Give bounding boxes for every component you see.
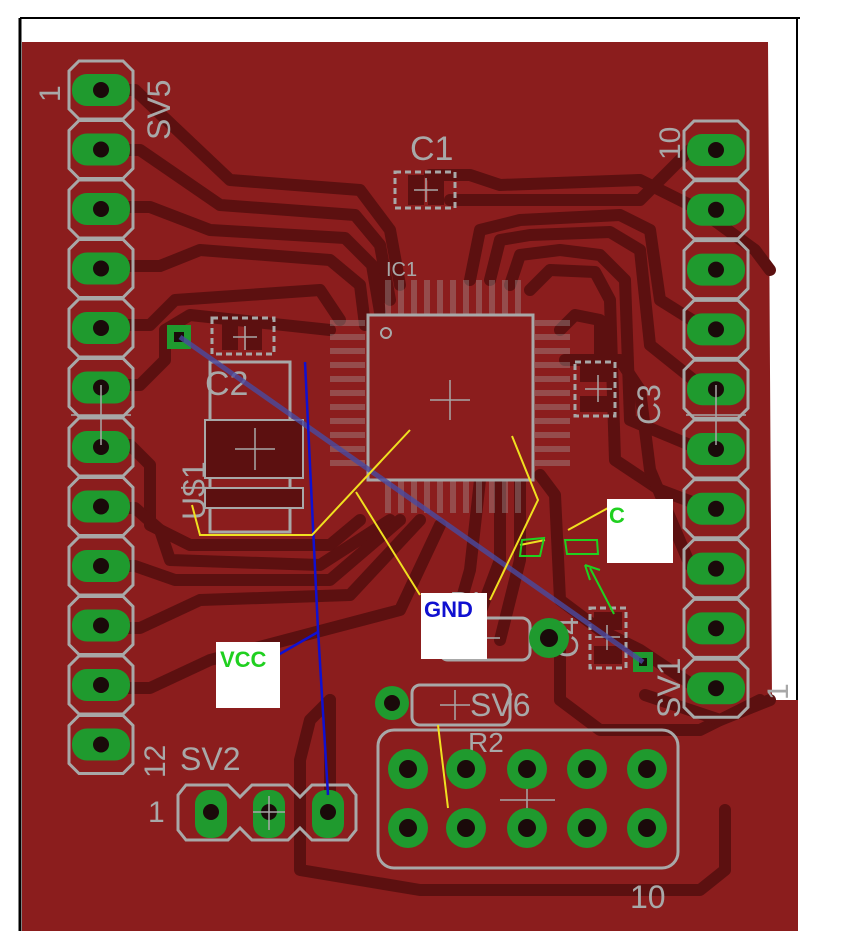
sv1-pin [682, 418, 750, 480]
vcc-annotation-wires [277, 361, 330, 796]
sv6-pin [388, 749, 428, 789]
sv2-header[interactable] [176, 783, 358, 842]
r2-pad-left [375, 686, 409, 720]
c-annotation-marks [518, 536, 615, 615]
sv1-header[interactable] [682, 119, 750, 719]
c1-component[interactable] [393, 170, 457, 210]
gnd-callout-text: GND [424, 597, 473, 622]
sv6-pin [627, 749, 667, 789]
sv2-pin1-label: 1 [148, 796, 165, 829]
ratsnest-airwire [178, 334, 645, 665]
ic1-pads-top [385, 280, 521, 315]
ic1-label: IC1 [386, 259, 417, 281]
ic1-pads-left [330, 320, 365, 466]
sv1-pin [682, 597, 750, 659]
sv5-pin [67, 714, 135, 775]
sv5-label: SV5 [141, 80, 177, 140]
sv1-label: SV1 [651, 658, 687, 718]
sv5-pin1-label: 1 [34, 85, 67, 102]
sv6-pin [507, 808, 547, 848]
sv1-pin [682, 179, 750, 241]
c3-label: C3 [631, 384, 667, 425]
sv1-pin [682, 478, 750, 540]
c-callout-text: C [609, 503, 625, 528]
sv6-pin [627, 808, 667, 848]
board-edge-left-strip [22, 42, 48, 931]
sv6-pin [567, 749, 607, 789]
ic1-component[interactable] [366, 313, 535, 482]
sv5-pin [67, 535, 135, 597]
vcc-callout-text: VCC [220, 647, 267, 672]
c2-component[interactable] [210, 316, 276, 356]
sv6-pins [388, 749, 667, 848]
ic1-pads-bottom [385, 478, 521, 513]
via-pad-square-left [167, 325, 191, 349]
sv5-pin12-label: 12 [139, 745, 172, 778]
sv6-pin [567, 808, 607, 848]
sv1-pin [682, 657, 750, 719]
sv6-pin [446, 749, 486, 789]
sv5-pin [67, 476, 135, 537]
c-callout: C [607, 499, 673, 563]
sv6-pin [388, 808, 428, 848]
r2-component[interactable] [410, 683, 512, 727]
sv1-pin10-label: 10 [654, 127, 687, 160]
sv6-pin10-label: 10 [630, 879, 666, 915]
sv2-label: SV2 [180, 741, 240, 777]
r1-pad [529, 618, 569, 658]
sv5-pin [67, 178, 135, 240]
sv5-header[interactable] [67, 59, 135, 775]
sv1-pin1-label: 1 [762, 683, 795, 700]
vcc-callout: VCC [216, 642, 280, 708]
sv6-label: SV6 [470, 687, 530, 723]
c4-component[interactable] [588, 606, 628, 670]
gnd-callout: GND [421, 593, 487, 659]
ic1-pads-right [535, 320, 570, 466]
sv6-pin [446, 808, 486, 848]
us1-component[interactable] [204, 360, 304, 534]
sv1-pin [682, 239, 750, 301]
sv6-pin [507, 749, 547, 789]
sv1-pin [682, 538, 750, 600]
sv1-pin [682, 119, 750, 181]
c1-label: C1 [410, 130, 453, 168]
gnd-annotation-wires [191, 429, 609, 809]
sv1-pin [682, 298, 750, 360]
c3-component[interactable] [573, 360, 617, 418]
